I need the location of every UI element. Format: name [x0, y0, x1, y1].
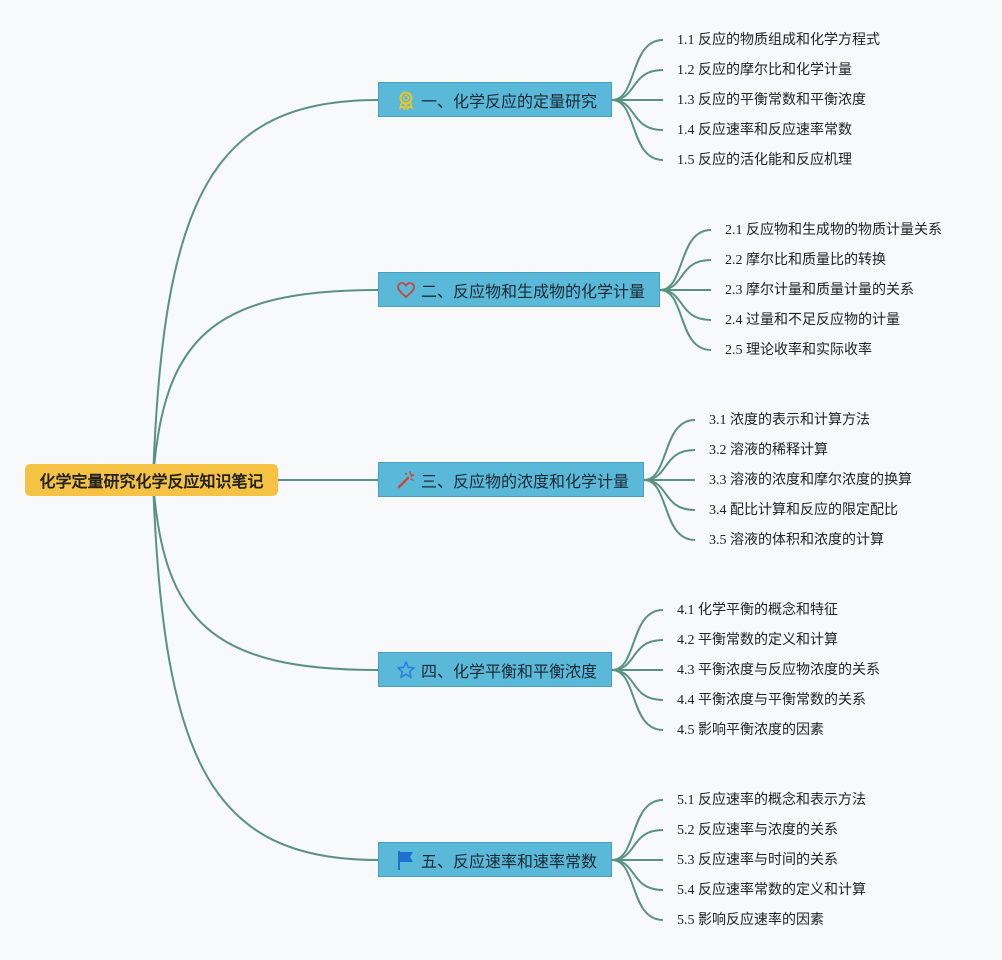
subtopic-1-3[interactable]: 1.3 反应的平衡常数和平衡浓度: [677, 93, 866, 108]
subtopic-2-5[interactable]: 2.5 理论收率和实际收率: [725, 343, 872, 358]
subtopic-5-5[interactable]: 5.5 影响反应速率的因素: [677, 913, 824, 928]
subtopic-1-1[interactable]: 1.1 反应的物质组成和化学方程式: [677, 33, 880, 48]
subtopic-1-4[interactable]: 1.4 反应速率和反应速率常数: [677, 123, 852, 138]
leaf-connector: [611, 99, 664, 161]
leaf-connector: [659, 289, 712, 351]
leaf-connector: [611, 799, 664, 861]
leaf-connector: [611, 859, 664, 891]
branch-topic-4[interactable]: 四、化学平衡和平衡浓度: [378, 652, 612, 687]
subtopic-3-4[interactable]: 3.4 配比计算和反应的限定配比: [709, 503, 898, 518]
leaf-connector: [659, 259, 712, 291]
subtopic-3-1[interactable]: 3.1 浓度的表示和计算方法: [709, 413, 870, 428]
leaf-connector: [611, 829, 664, 861]
leaf-connector: [611, 99, 664, 131]
leaf-connector: [643, 419, 696, 481]
leaf-connector: [611, 609, 664, 671]
root-connector: [152, 289, 379, 481]
subtopic-5-3[interactable]: 5.3 反应速率与时间的关系: [677, 853, 838, 868]
heart-icon: [395, 279, 417, 301]
branch-topic-5[interactable]: 五、反应速率和速率常数: [378, 842, 612, 877]
subtopic-2-2[interactable]: 2.2 摩尔比和质量比的转换: [725, 253, 886, 268]
subtopic-5-4[interactable]: 5.4 反应速率常数的定义和计算: [677, 883, 866, 898]
leaf-connector: [643, 479, 696, 541]
magic-wand-icon: [395, 469, 417, 491]
branch-topic-1[interactable]: 一、化学反应的定量研究: [378, 82, 612, 117]
subtopic-2-4[interactable]: 2.4 过量和不足反应物的计量: [725, 313, 900, 328]
root-topic[interactable]: 化学定量研究化学反应知识笔记: [25, 464, 278, 496]
subtopic-4-3[interactable]: 4.3 平衡浓度与反应物浓度的关系: [677, 663, 880, 678]
leaf-connector: [643, 479, 696, 511]
leaf-connector: [611, 69, 664, 101]
leaf-connector: [659, 289, 712, 321]
flag-icon: [395, 849, 417, 871]
leaf-connector: [611, 639, 664, 671]
subtopic-5-2[interactable]: 5.2 反应速率与浓度的关系: [677, 823, 838, 838]
subtopic-3-3[interactable]: 3.3 溶液的浓度和摩尔浓度的换算: [709, 473, 912, 488]
branch-label: 三、反应物的浓度和化学计量: [421, 471, 630, 491]
subtopic-4-4[interactable]: 4.4 平衡浓度与平衡常数的关系: [677, 693, 866, 708]
branch-label: 二、反应物和生成物的化学计量: [421, 281, 646, 301]
root-connector: [152, 99, 379, 481]
root-connector: [152, 479, 379, 861]
award-ribbon-icon: [395, 89, 417, 111]
subtopic-3-5[interactable]: 3.5 溶液的体积和浓度的计算: [709, 533, 884, 548]
branch-topic-3[interactable]: 三、反应物的浓度和化学计量: [378, 462, 644, 497]
subtopic-4-5[interactable]: 4.5 影响平衡浓度的因素: [677, 723, 824, 738]
root-connector: [152, 479, 379, 671]
leaf-connector: [643, 449, 696, 481]
subtopic-1-2[interactable]: 1.2 反应的摩尔比和化学计量: [677, 63, 852, 78]
leaf-connector: [611, 669, 664, 731]
branch-label: 四、化学平衡和平衡浓度: [421, 661, 598, 681]
leaf-connector: [611, 39, 664, 101]
star-icon: [395, 659, 417, 681]
subtopic-4-2[interactable]: 4.2 平衡常数的定义和计算: [677, 633, 838, 648]
subtopic-1-5[interactable]: 1.5 反应的活化能和反应机理: [677, 153, 852, 168]
branch-topic-2[interactable]: 二、反应物和生成物的化学计量: [378, 272, 660, 307]
subtopic-5-1[interactable]: 5.1 反应速率的概念和表示方法: [677, 793, 866, 808]
subtopic-4-1[interactable]: 4.1 化学平衡的概念和特征: [677, 603, 838, 618]
subtopic-2-3[interactable]: 2.3 摩尔计量和质量计量的关系: [725, 283, 914, 298]
leaf-connector: [611, 859, 664, 921]
leaf-connector: [611, 669, 664, 701]
branch-label: 一、化学反应的定量研究: [421, 91, 598, 111]
subtopic-3-2[interactable]: 3.2 溶液的稀释计算: [709, 443, 828, 458]
leaf-connector: [659, 229, 712, 291]
branch-label: 五、反应速率和速率常数: [421, 851, 598, 871]
subtopic-2-1[interactable]: 2.1 反应物和生成物的物质计量关系: [725, 223, 942, 238]
